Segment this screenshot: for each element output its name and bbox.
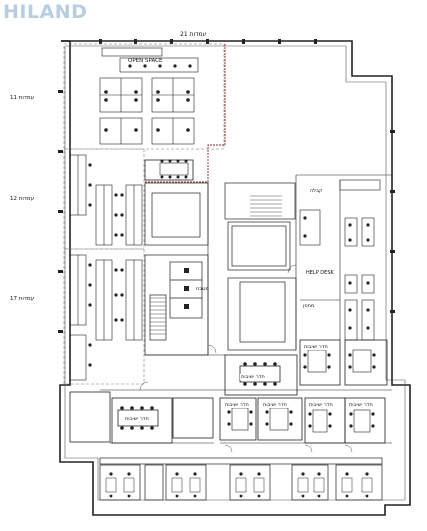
bottom-offices xyxy=(99,457,383,501)
building-core xyxy=(144,182,209,356)
label-stations-11: 11 עמדות xyxy=(10,95,35,101)
perimeter-columns xyxy=(58,39,395,333)
desk-clusters-top xyxy=(99,47,199,145)
stair-treads xyxy=(150,195,282,335)
room-label-meeting-d: חדר ישיבות xyxy=(262,402,288,408)
label-open-space: OPEN SPACE xyxy=(128,58,163,64)
room-label-meeting-e: חדר ישיבות xyxy=(308,402,334,408)
room-label-meeting-a: חדר ישיבות xyxy=(240,374,266,380)
meeting-tables xyxy=(159,162,372,433)
hiland-logo: HILAND xyxy=(0,0,100,24)
partitions xyxy=(100,174,392,444)
bottom-desks xyxy=(105,477,373,493)
dashed-zones xyxy=(63,43,225,385)
meeting-rooms xyxy=(69,159,388,444)
label-top-stations: 21 עמדות xyxy=(180,31,207,38)
inner-wall xyxy=(64,45,406,501)
label-stations-12: 12 עמדות xyxy=(10,196,35,202)
elevators xyxy=(184,268,189,309)
room-label-meeting-g: חדר ישיבות xyxy=(303,344,329,350)
door-swings xyxy=(139,264,353,453)
label-storage: מחסן xyxy=(303,303,315,309)
accent-wall xyxy=(145,44,226,183)
building-outline xyxy=(59,40,411,516)
label-kitchen: מטבח xyxy=(196,286,209,292)
left-chairs xyxy=(88,163,124,367)
left-workstations xyxy=(69,154,143,381)
label-reception: קבלה xyxy=(310,188,323,194)
room-label-meeting-b: חדר ישיבות xyxy=(124,416,150,422)
room-label-meeting-f: חדר ישיבות xyxy=(348,402,374,408)
meeting-chairs xyxy=(120,159,376,430)
chairs-top xyxy=(104,64,192,132)
label-stations-17: 17 עמדות xyxy=(10,296,35,302)
right-chairs xyxy=(303,216,370,330)
room-label-meeting-c: חדר ישיבות xyxy=(224,402,250,408)
label-help-desk: HELP DESK xyxy=(306,270,334,276)
bottom-chairs xyxy=(109,472,369,498)
logo-text: HILAND xyxy=(3,1,88,23)
